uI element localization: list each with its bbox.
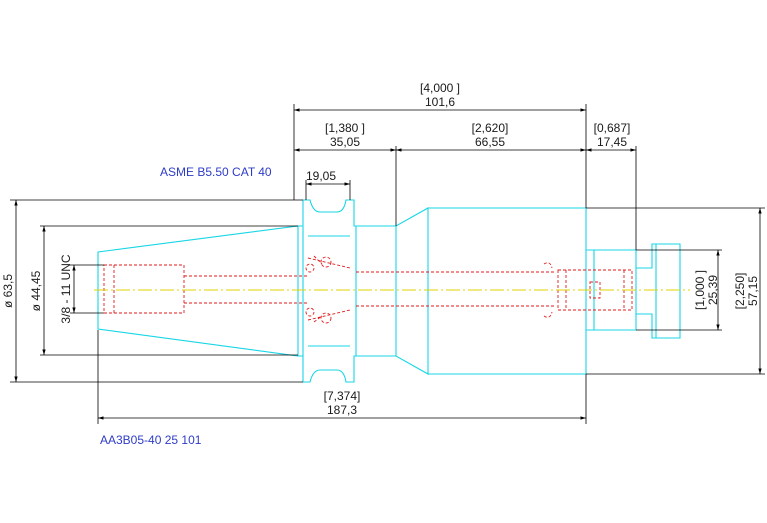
- d2-inch: [2,620]: [472, 121, 509, 135]
- end-cap: [636, 243, 681, 339]
- d3-mm: 17,45: [597, 135, 627, 149]
- coolant-channel-b: [356, 271, 556, 307]
- body-mm: 57,15: [746, 276, 760, 306]
- neck: [356, 207, 429, 375]
- taper-profile: [97, 225, 299, 357]
- flange: [298, 199, 357, 383]
- body: [428, 207, 587, 375]
- hooks: [543, 262, 553, 318]
- dimension-lines: [10, 104, 765, 424]
- total-inch: [7,374]: [324, 389, 361, 403]
- bore-inch: [1,000 ]: [693, 270, 707, 310]
- d3-inch: [0,687]: [594, 121, 631, 135]
- ball-4: [305, 307, 315, 317]
- thread-spec: 3/8 - 11 UNC: [59, 254, 73, 323]
- standard-note: ASME B5.50 CAT 40: [160, 165, 272, 179]
- overall-inch: [4,000 ]: [420, 81, 460, 95]
- bore-mm: 25,39: [706, 275, 720, 305]
- overall-mm: 101,6: [425, 95, 455, 109]
- d2-mm: 66,55: [475, 135, 505, 149]
- ball-3: [305, 263, 315, 273]
- d1-inch: [1,380 ]: [325, 121, 365, 135]
- key-slots: [307, 255, 351, 323]
- taper-diameter: ø 44,45: [29, 270, 43, 311]
- d1-mm: 35,05: [330, 135, 360, 149]
- coolant-channel-a: [184, 275, 308, 304]
- flange-width: 19,05: [306, 169, 336, 183]
- part-number: AA3B05-40 25 101: [100, 433, 202, 447]
- ball-1: [320, 256, 332, 268]
- outer-diameter: ø 63,5: [1, 274, 15, 308]
- ball-2: [320, 312, 332, 324]
- body-inch: [2,250]: [733, 273, 747, 310]
- total-mm: 187,3: [327, 403, 357, 417]
- thread-bore: [103, 264, 185, 314]
